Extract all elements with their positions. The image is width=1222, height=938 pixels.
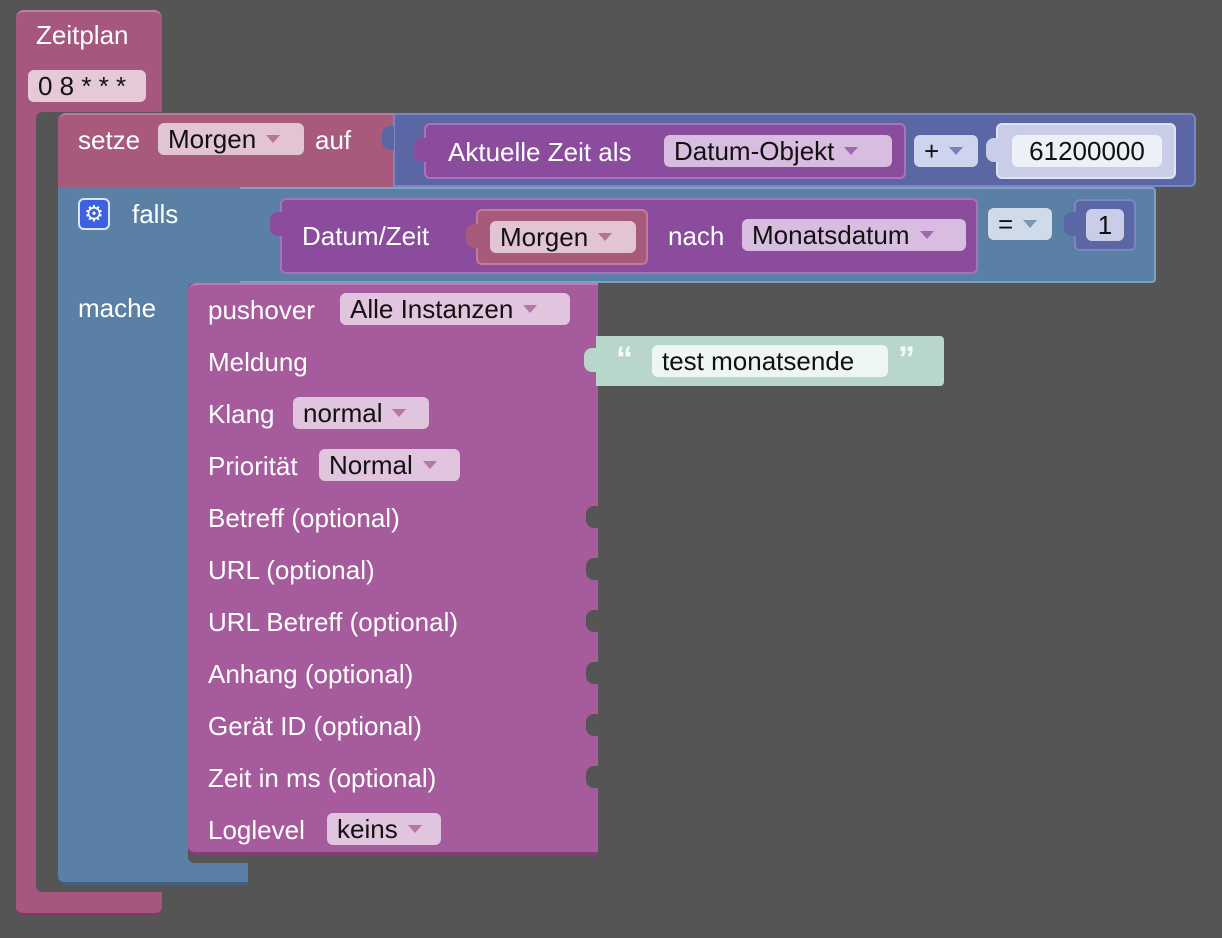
pushover-block[interactable] xyxy=(188,283,598,855)
loglevel-dropdown[interactable]: keins xyxy=(327,813,441,845)
input-time-ms-connector[interactable] xyxy=(586,766,598,788)
chevron-down-icon xyxy=(919,231,934,239)
cron-field[interactable]: 0 8 * * * xyxy=(28,70,146,102)
chevron-down-icon xyxy=(844,147,859,155)
chevron-down-icon xyxy=(422,461,437,469)
gear-icon[interactable]: ⚙ xyxy=(78,198,110,230)
pushover-instance-value: Alle Instanzen xyxy=(350,294,514,324)
datetime-label: Datum/Zeit xyxy=(302,221,430,251)
input-attachment-label: Anhang (optional) xyxy=(208,659,414,689)
text-block-connector xyxy=(584,348,596,372)
set-label: setze xyxy=(78,125,141,155)
chevron-down-icon xyxy=(523,305,538,313)
input-subject-label: Betreff (optional) xyxy=(208,503,400,533)
datetime-block-connector xyxy=(270,212,282,236)
input-time-ms-label: Zeit in ms (optional) xyxy=(208,763,437,793)
time-format-value: Datum-Objekt xyxy=(674,136,835,166)
datetime-variable-value: Morgen xyxy=(500,222,589,252)
chevron-down-icon xyxy=(1023,220,1038,228)
compare-operator-dropdown[interactable]: = xyxy=(988,208,1052,240)
input-subject-connector[interactable] xyxy=(586,506,598,528)
compare-number-field[interactable]: 1 xyxy=(1086,209,1124,241)
chevron-down-icon xyxy=(598,233,613,241)
input-device-id-label: Gerät ID (optional) xyxy=(208,711,422,741)
date-format-dropdown[interactable]: Monatsdatum xyxy=(742,219,966,251)
time-label: Aktuelle Zeit als xyxy=(448,137,632,167)
set-variable-value: Morgen xyxy=(168,124,257,154)
math-block-connector xyxy=(382,126,394,150)
sound-label: Klang xyxy=(208,399,275,429)
priority-label: Priorität xyxy=(208,451,298,481)
date-format-value: Monatsdatum xyxy=(752,220,910,250)
quote-close-icon: ” xyxy=(898,340,915,378)
priority-value: Normal xyxy=(329,450,413,480)
input-url-subject-label: URL Betreff (optional) xyxy=(208,607,459,637)
priority-dropdown[interactable]: Normal xyxy=(319,449,460,481)
sound-value: normal xyxy=(303,398,383,428)
input-attachment-connector[interactable] xyxy=(586,662,598,684)
datetime-variable-dropdown[interactable]: Morgen xyxy=(490,221,636,253)
pushover-instance-dropdown[interactable]: Alle Instanzen xyxy=(340,293,570,325)
number-block-connector xyxy=(986,138,998,162)
loglevel-label: Loglevel xyxy=(208,815,305,845)
compare-number-connector xyxy=(1064,212,1076,236)
message-label: Meldung xyxy=(208,347,308,377)
operator-value: + xyxy=(924,136,940,166)
operator-dropdown[interactable]: + xyxy=(914,135,978,167)
falls-label: falls xyxy=(132,199,179,229)
input-url-connector[interactable] xyxy=(586,558,598,580)
sound-dropdown[interactable]: normal xyxy=(293,397,429,429)
time-format-dropdown[interactable]: Datum-Objekt xyxy=(664,135,892,167)
set-variable-dropdown[interactable]: Morgen xyxy=(158,123,304,155)
input-device-id-connector[interactable] xyxy=(586,714,598,736)
quote-open-icon: “ xyxy=(616,340,633,378)
number-field[interactable]: 61200000 xyxy=(1012,135,1162,167)
chevron-down-icon xyxy=(392,409,407,417)
loglevel-value: keins xyxy=(337,814,398,844)
chevron-down-icon xyxy=(949,147,964,155)
auf-label: auf xyxy=(315,125,352,155)
mache-label: mache xyxy=(78,293,157,323)
compare-operator-value: = xyxy=(998,209,1014,239)
input-url-subject-connector[interactable] xyxy=(586,610,598,632)
schedule-title: Zeitplan xyxy=(36,20,129,50)
message-text-field[interactable]: test monatsende xyxy=(652,345,888,377)
chevron-down-icon xyxy=(407,825,422,833)
variable-block-connector xyxy=(466,224,478,248)
nach-label: nach xyxy=(668,221,725,251)
input-url-label: URL (optional) xyxy=(208,555,375,585)
time-block-connector xyxy=(414,138,426,162)
pushover-label: pushover xyxy=(208,295,315,325)
chevron-down-icon xyxy=(266,135,281,143)
